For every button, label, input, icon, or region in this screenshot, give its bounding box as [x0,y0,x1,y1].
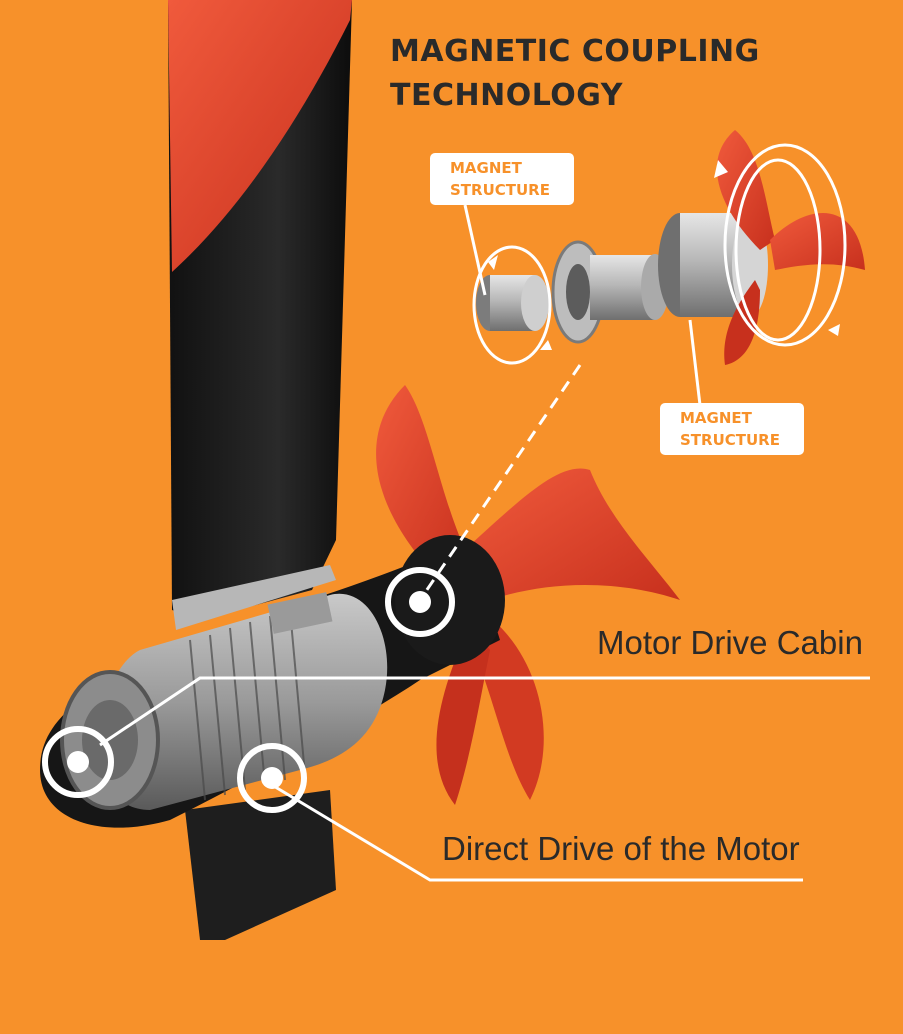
arrow-heads [488,160,840,350]
cabin-marker [42,726,114,798]
magnetic-coupling-parts [476,213,768,344]
coupling-marker [385,567,455,637]
mast [168,0,352,630]
rotation-arrows [472,143,847,365]
highlight-circles [42,567,455,813]
callout-2-line-1: MAGNET [680,409,752,427]
diagram-title: MAGNETIC COUPLING TECHNOLOGY [390,30,760,118]
lower-fin [185,790,336,940]
title-line-1: MAGNETIC COUPLING [390,34,760,69]
leader-lines [99,204,870,882]
magnet-structure-callout-1: MAGNET STRUCTURE [430,153,574,205]
callout-1-line-1: MAGNET [450,159,522,177]
magnet-structure-callout-2: MAGNET STRUCTURE [660,403,804,455]
callout-1-line-2: STRUCTURE [450,181,550,199]
direct-drive-marker [237,743,307,813]
motor-drive-cabin-label: Motor Drive Cabin [597,624,863,661]
title-line-2: TECHNOLOGY [390,78,623,113]
main-propeller [376,385,680,805]
callout-2-line-2: STRUCTURE [680,431,780,449]
electric-motor [60,592,388,810]
small-propeller [716,130,865,365]
direct-drive-label: Direct Drive of the Motor [442,830,800,867]
